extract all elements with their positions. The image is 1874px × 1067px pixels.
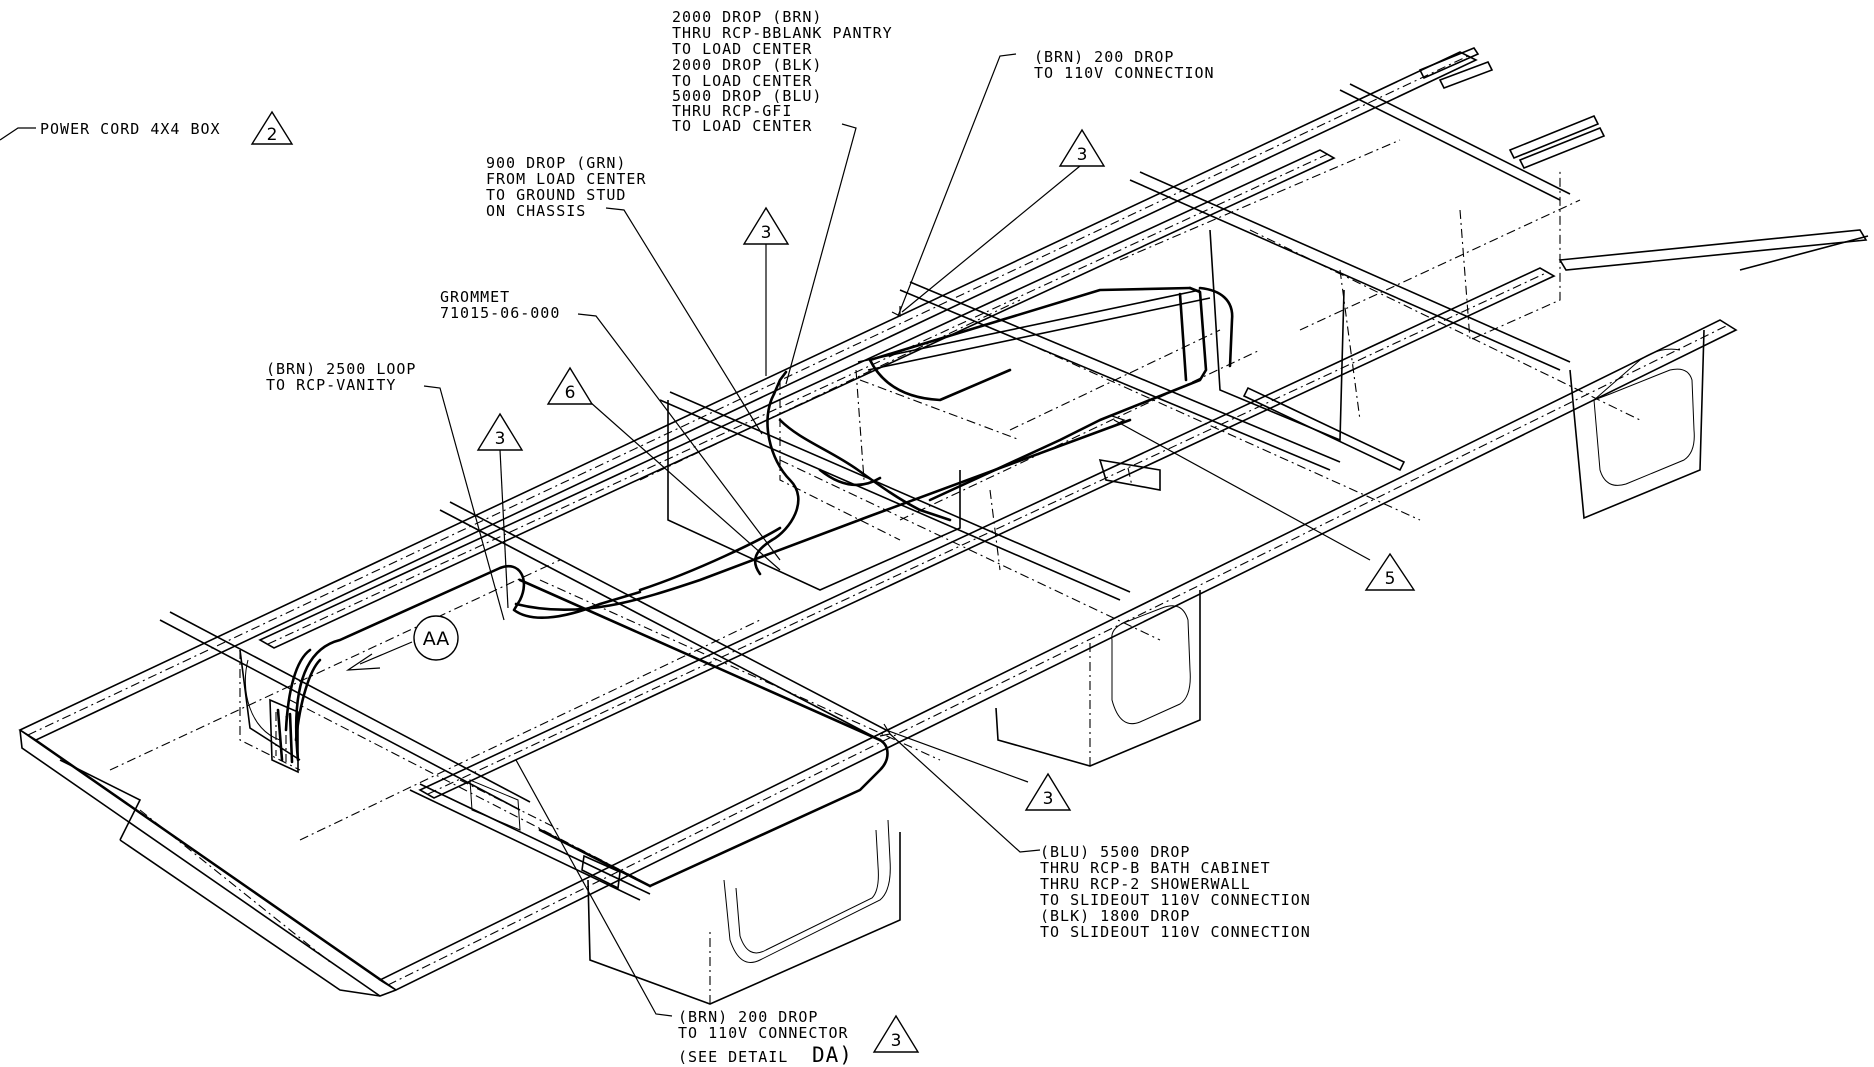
triangle-marker-icon <box>250 110 294 145</box>
top-drops-line-4: 2000 DROP (BLK) <box>672 56 822 74</box>
blu-5500-line-3: THRU RCP-2 SHOWERWALL <box>1040 875 1251 893</box>
wire-harness <box>276 286 1234 888</box>
triangle-marker-icon <box>1364 552 1416 591</box>
detail-circle-icon <box>413 615 459 661</box>
triangle-marker-icon <box>742 206 790 245</box>
marker-tri-3-left: 3 <box>476 412 524 451</box>
callout-grommet: GROMMET 71015-06-000 <box>440 288 560 322</box>
top-drops-line-5: TO LOAD CENTER <box>672 72 812 90</box>
circle-aa-label: AA <box>423 628 450 650</box>
grn-900-line-1: 900 DROP (GRN) <box>486 154 626 172</box>
blu-5500-line-4: TO SLIDEOUT 110V CONNECTION <box>1040 891 1311 909</box>
tri-3-left-label: 3 <box>495 429 506 449</box>
blu-5500-line-5: (BLK) 1800 DROP <box>1040 907 1190 925</box>
power-cord-label: POWER CORD 4X4 BOX <box>40 120 221 138</box>
callout-blu-5500: (BLU) 5500 DROP THRU RCP-B BATH CABINET … <box>1040 843 1311 941</box>
see-detail-label: (SEE DETAIL <box>678 1048 788 1066</box>
grn-900-line-3: TO GROUND STUD <box>486 186 626 204</box>
brn-200-top-line-1: (BRN) 200 DROP <box>1034 48 1174 66</box>
tri-2-label: 2 <box>267 125 278 145</box>
tri-3-right-lower-label: 3 <box>1043 789 1054 809</box>
grn-900-line-4: ON CHASSIS <box>486 202 586 220</box>
brn-2500-line-1: (BRN) 2500 LOOP <box>266 360 416 378</box>
marker-circle-aa: AA <box>413 615 459 661</box>
blu-5500-line-2: THRU RCP-B BATH CABINET <box>1040 859 1271 877</box>
grommet-line-1: GROMMET <box>440 288 510 306</box>
triangle-marker-icon <box>1058 128 1106 167</box>
callout-brn-2500: (BRN) 2500 LOOP TO RCP-VANITY <box>266 360 416 394</box>
callout-power-cord: POWER CORD 4X4 BOX <box>40 120 221 138</box>
chassis-frame <box>18 47 1869 1005</box>
marker-tri-2: 2 <box>250 110 294 145</box>
marker-tri-3-bottom: 3 <box>872 1014 920 1053</box>
tri-6-label: 6 <box>565 383 576 403</box>
triangle-marker-icon <box>872 1014 920 1053</box>
top-drops-line-8: TO LOAD CENTER <box>672 117 812 135</box>
marker-tri-3-right-lower: 3 <box>1024 772 1072 811</box>
callout-brn-200-bottom: (BRN) 200 DROP TO 110V CONNECTOR (SEE DE… <box>678 1008 853 1067</box>
triangle-marker-icon <box>1024 772 1072 811</box>
brn-200-bottom-line-1: (BRN) 200 DROP <box>678 1008 818 1026</box>
leader-lines <box>0 53 1371 1017</box>
blu-5500-line-1: (BLU) 5500 DROP <box>1040 843 1190 861</box>
brn-2500-line-2: TO RCP-VANITY <box>266 376 396 394</box>
top-drops-line-2: THRU RCP-BBLANK PANTRY <box>672 24 893 42</box>
brn-200-top-line-2: TO 110V CONNECTION <box>1034 64 1215 82</box>
triangle-marker-icon <box>546 366 594 405</box>
marker-tri-3-upper-right: 3 <box>1058 128 1106 167</box>
grn-900-line-2: FROM LOAD CENTER <box>486 170 647 188</box>
top-drops-line-1: 2000 DROP (BRN) <box>672 8 822 26</box>
tri-3-top-label: 3 <box>761 223 772 243</box>
tri-3-upper-right-label: 3 <box>1077 145 1088 165</box>
top-drops-line-3: TO LOAD CENTER <box>672 40 812 58</box>
marker-tri-3-top: 3 <box>742 206 790 245</box>
grommet-line-2: 71015-06-000 <box>440 304 560 322</box>
tri-5-label: 5 <box>1385 569 1396 589</box>
triangle-marker-icon <box>476 412 524 451</box>
detail-ref-label: DA) <box>812 1043 853 1067</box>
marker-tri-5: 5 <box>1364 552 1416 591</box>
top-drops-line-7: THRU RCP-GFI <box>672 102 792 120</box>
blu-5500-line-6: TO SLIDEOUT 110V CONNECTION <box>1040 923 1311 941</box>
brn-200-bottom-line-2: TO 110V CONNECTOR <box>678 1024 849 1042</box>
top-drops-line-6: 5000 DROP (BLU) <box>672 87 822 105</box>
tri-3-bottom-label: 3 <box>891 1031 902 1051</box>
callout-grn-900: 900 DROP (GRN) FROM LOAD CENTER TO GROUN… <box>486 154 647 220</box>
marker-tri-6: 6 <box>546 366 594 405</box>
callout-top-drops: 2000 DROP (BRN) THRU RCP-BBLANK PANTRY T… <box>672 8 893 135</box>
callout-brn-200-top: (BRN) 200 DROP TO 110V CONNECTION <box>1034 48 1215 82</box>
